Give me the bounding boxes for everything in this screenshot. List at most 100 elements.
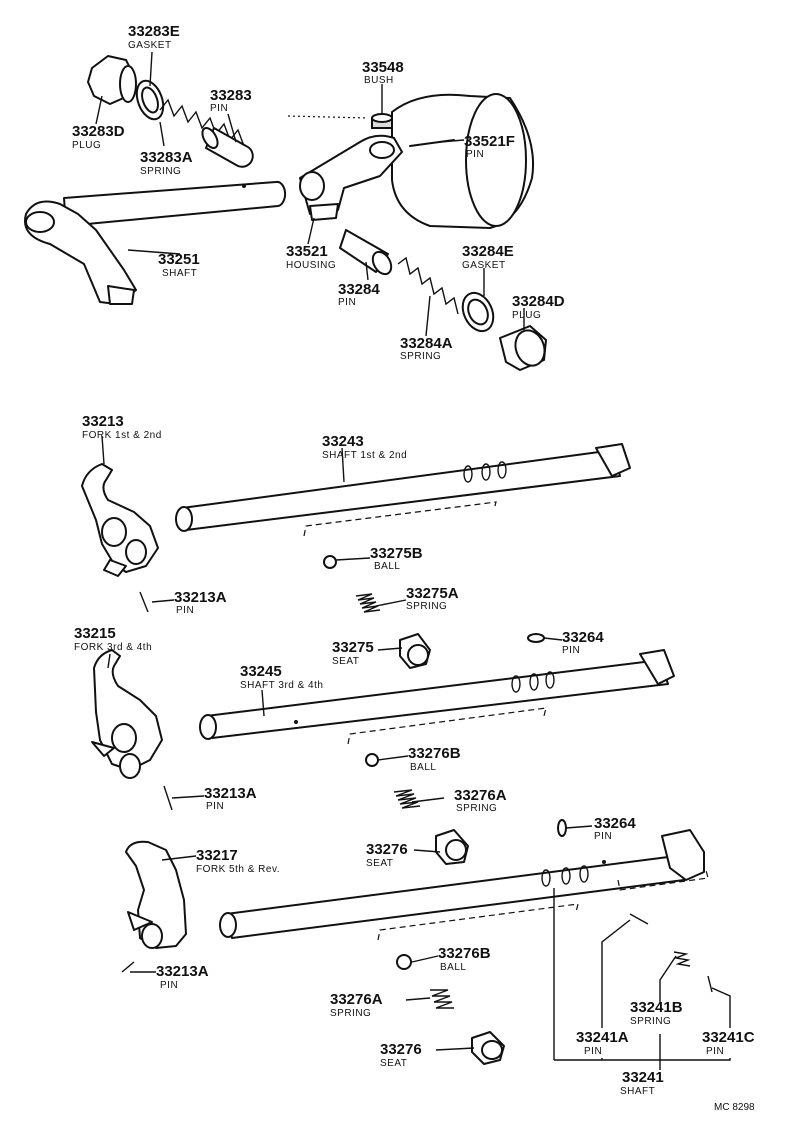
svg-text:33276A: 33276A: [454, 787, 507, 804]
svg-text:BUSH: BUSH: [364, 75, 394, 86]
svg-text:33251: 33251: [158, 251, 200, 268]
callout-33213a-1: 33213A PIN: [174, 589, 227, 616]
callout-33521f: 33521F PIN: [464, 133, 515, 160]
seat-33276-1-part: [435, 829, 469, 865]
spring-33241b-part: [673, 951, 691, 967]
callout-33213: 33213 FORK 1st & 2nd: [82, 413, 161, 441]
shaft-33241-part: [219, 829, 705, 939]
ball-33276b-1-part: [365, 753, 379, 767]
svg-text:PIN: PIN: [706, 1046, 724, 1057]
callout-33284a: 33284A SPRING: [400, 335, 453, 362]
svg-text:PIN: PIN: [160, 980, 178, 991]
housing-33521-part: [299, 93, 535, 229]
callout-33241c: 33241C PIN: [702, 1029, 755, 1057]
ball-33276b-2-part: [396, 954, 412, 970]
spring-33276a-1-part: [393, 789, 421, 809]
pin-33213a-2-part: [163, 785, 173, 811]
svg-text:HOUSING: HOUSING: [286, 260, 336, 271]
shaft-33243-part: [175, 443, 631, 532]
spring-33276a-2-part: [430, 989, 454, 1009]
svg-text:PIN: PIN: [594, 831, 612, 842]
callout-33283e: 33283E GASKET: [128, 23, 180, 51]
svg-text:33276B: 33276B: [438, 945, 491, 962]
svg-text:SHAFT 3rd & 4th: SHAFT 3rd & 4th: [240, 680, 323, 691]
leader-lines: [95, 51, 731, 1070]
svg-text:33241A: 33241A: [576, 1029, 629, 1046]
svg-text:33215: 33215: [74, 625, 116, 642]
callout-33213a-2: 33213A PIN: [204, 785, 257, 812]
ball-33275b-part: [323, 555, 337, 569]
bush-33548-part: [371, 113, 393, 129]
svg-text:33245: 33245: [240, 663, 282, 680]
plug-33283d-part: [87, 55, 137, 105]
svg-text:33264: 33264: [562, 629, 604, 646]
svg-text:SEAT: SEAT: [366, 858, 393, 869]
callout-33283a: 33283A SPRING: [140, 149, 193, 177]
callout-33275a: 33275A SPRING: [406, 585, 459, 612]
shaft-33251-part: [24, 180, 287, 305]
svg-text:33213A: 33213A: [174, 589, 227, 606]
svg-text:33217: 33217: [196, 847, 238, 864]
callout-33215: 33215 FORK 3rd & 4th: [74, 625, 152, 653]
callout-33521: 33521 HOUSING: [286, 243, 336, 271]
gasket-33283e-part: [135, 79, 165, 121]
svg-text:SHAFT 1st & 2nd: SHAFT 1st & 2nd: [322, 450, 407, 461]
svg-text:FORK 3rd & 4th: FORK 3rd & 4th: [74, 642, 152, 653]
svg-text:33213A: 33213A: [204, 785, 257, 802]
callout-33284d: 33284D PLUG: [512, 293, 565, 321]
callout-33241b: 33241B SPRING: [630, 999, 683, 1027]
svg-text:PIN: PIN: [584, 1046, 602, 1057]
svg-text:33241B: 33241B: [630, 999, 683, 1016]
svg-text:PIN: PIN: [210, 103, 228, 114]
pin-33264-1-part: [527, 633, 545, 643]
svg-text:33283: 33283: [210, 87, 252, 104]
svg-text:PLUG: PLUG: [72, 140, 101, 151]
callout-33283: 33283 PIN: [210, 87, 252, 114]
pin-33284-part: [339, 229, 393, 276]
svg-text:SEAT: SEAT: [332, 656, 359, 667]
pin-33283-part: [201, 127, 254, 168]
shaft-33243-dashed: [303, 501, 497, 537]
callout-33275: 33275 SEAT: [332, 639, 374, 667]
svg-text:33521F: 33521F: [464, 133, 515, 150]
callout-33241: 33241 SHAFT: [620, 1069, 664, 1097]
shaft-33241-dashed-2: [617, 869, 709, 891]
bush-leader-dotted: [287, 115, 369, 119]
svg-text:33276: 33276: [366, 841, 408, 858]
svg-text:PIN: PIN: [338, 297, 356, 308]
callout-33264-2: 33264 PIN: [594, 815, 636, 842]
shaft-33245-dashed: [347, 707, 547, 745]
callout-33241a: 33241A PIN: [576, 1029, 629, 1057]
callout-33276a-2: 33276A SPRING: [330, 991, 383, 1019]
svg-text:33284: 33284: [338, 281, 380, 298]
callout-33284: 33284 PIN: [338, 281, 380, 308]
callout-33245: 33245 SHAFT 3rd & 4th: [240, 663, 323, 691]
svg-text:33548: 33548: [362, 59, 404, 76]
svg-text:33243: 33243: [322, 433, 364, 450]
callout-33276b-1: 33276B BALL: [408, 745, 461, 773]
callout-33284e: 33284E GASKET: [462, 243, 514, 271]
callout-33548: 33548 BUSH: [362, 59, 404, 86]
svg-text:33241: 33241: [622, 1069, 664, 1086]
svg-text:FORK 5th & Rev.: FORK 5th & Rev.: [196, 864, 280, 875]
svg-text:BALL: BALL: [374, 561, 400, 572]
svg-text:33284D: 33284D: [512, 293, 565, 310]
svg-text:33264: 33264: [594, 815, 636, 832]
callout-33276a-1: 33276A SPRING: [454, 787, 507, 814]
svg-text:SPRING: SPRING: [140, 166, 181, 177]
callout-33276-2: 33276 SEAT: [380, 1041, 422, 1069]
svg-text:BALL: BALL: [410, 762, 436, 773]
seat-33275-part: [399, 633, 431, 669]
svg-text:33284E: 33284E: [462, 243, 514, 260]
callout-33276-1: 33276 SEAT: [366, 841, 408, 869]
svg-text:33521: 33521: [286, 243, 328, 260]
diagram-code: MC 8298: [714, 1102, 755, 1113]
svg-text:33276B: 33276B: [408, 745, 461, 762]
pin-33241c-part: [707, 975, 713, 993]
svg-text:SHAFT: SHAFT: [162, 268, 197, 279]
svg-text:33213: 33213: [82, 413, 124, 430]
callout-33251: 33251 SHAFT: [158, 251, 200, 279]
fork-33215-part: [91, 649, 163, 779]
